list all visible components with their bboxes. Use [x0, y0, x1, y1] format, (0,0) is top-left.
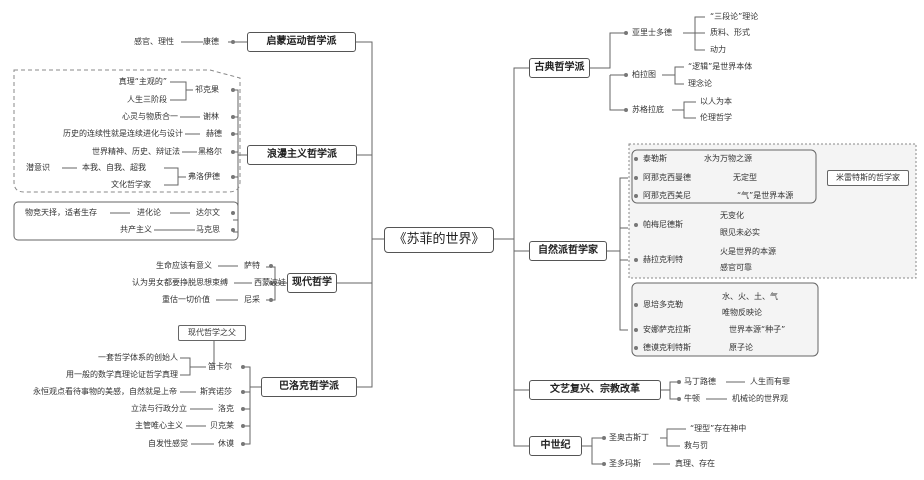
node-aristotle-1[interactable]: “三段论”理论 — [710, 12, 759, 21]
branch-natural[interactable]: 自然派哲学家 — [529, 241, 607, 261]
node-darwin-1[interactable]: 物竞天择，适者生存 — [25, 208, 97, 217]
node-darwin[interactable]: 达尔文 — [196, 208, 220, 217]
branch-romantic[interactable]: 浪漫主义哲学派 — [247, 145, 357, 165]
node-anaximenes-1[interactable]: “气”是世界本源 — [737, 191, 794, 200]
node-empedocles-2[interactable]: 唯物反映论 — [722, 308, 762, 317]
node-darwin-2[interactable]: 进化论 — [137, 208, 161, 217]
node-freud-1[interactable]: 潜意识 — [26, 163, 50, 172]
node-freud[interactable]: 弗洛伊德 — [188, 172, 220, 181]
node-berkeley[interactable]: 贝克莱 — [210, 421, 234, 430]
link-central-classical — [494, 67, 529, 240]
node-newton[interactable]: 牛顿 — [684, 394, 700, 403]
node-locke-1[interactable]: 立法与行政分立 — [131, 404, 187, 413]
node-parmenides-1[interactable]: 无变化 — [720, 211, 744, 220]
link-central-renaissance — [513, 239, 529, 391]
node-democritus-1[interactable]: 原子论 — [729, 343, 753, 352]
callout-father-modern[interactable]: 现代哲学之父 — [178, 325, 246, 341]
node-luther[interactable]: 马丁路德 — [684, 377, 716, 386]
node-luther-1[interactable]: 人生而有罪 — [750, 377, 790, 386]
node-heraclitus-2[interactable]: 感官可靠 — [720, 263, 752, 272]
node-beauvoir[interactable]: 西蒙波娃 — [254, 278, 286, 287]
node-aquinas[interactable]: 圣多玛斯 — [609, 459, 641, 468]
node-beauvoir-1[interactable]: 认为男女都要挣脱思想束缚 — [132, 278, 228, 287]
node-plato-2[interactable]: 理念论 — [688, 79, 712, 88]
node-kierkegaard-2[interactable]: 人生三阶段 — [127, 95, 167, 104]
node-freud-2[interactable]: 本我、自我、超我 — [82, 163, 146, 172]
node-kierkegaard-1[interactable]: 真理“主观的” — [118, 77, 167, 86]
node-socrates[interactable]: 苏格拉底 — [632, 105, 664, 114]
node-parmenides-2[interactable]: 眼见未必实 — [720, 228, 760, 237]
node-descartes-1[interactable]: 一套哲学体系的创始人 — [98, 353, 178, 362]
node-marx-1[interactable]: 共产主义 — [120, 225, 152, 234]
node-marx[interactable]: 马克思 — [196, 225, 220, 234]
branch-classical[interactable]: 古典哲学派 — [529, 58, 590, 78]
node-aristotle[interactable]: 亚里士多德 — [632, 28, 672, 37]
node-schelling-1[interactable]: 心灵与物质合一 — [122, 112, 178, 121]
link-central-medieval — [513, 390, 529, 447]
node-thales[interactable]: 泰勒斯 — [643, 154, 667, 163]
link-central-enlightenment — [356, 41, 384, 240]
branch-medieval[interactable]: 中世纪 — [529, 436, 582, 456]
branch-renaissance[interactable]: 文艺复兴、宗教改革 — [529, 380, 661, 400]
node-augustine-1[interactable]: “理型”存在神中 — [690, 424, 747, 433]
node-heraclitus[interactable]: 赫拉克利特 — [643, 255, 683, 264]
node-heraclitus-1[interactable]: 火是世界的本源 — [720, 247, 776, 256]
node-kant-note[interactable]: 感官、理性 — [134, 37, 174, 46]
node-democritus[interactable]: 德谟克利特斯 — [643, 343, 691, 352]
romantic-dashed-group — [13, 69, 241, 193]
node-locke[interactable]: 洛克 — [218, 404, 234, 413]
node-plato-1[interactable]: “逻辑”是世界本体 — [688, 62, 753, 71]
node-socrates-1[interactable]: 以人为本 — [700, 97, 732, 106]
branch-modern[interactable]: 现代哲学 — [287, 273, 337, 293]
branch-enlightenment[interactable]: 启蒙运动哲学派 — [247, 32, 356, 52]
node-anaxagoras[interactable]: 安娜萨克拉斯 — [643, 325, 691, 334]
node-schelling[interactable]: 谢林 — [203, 112, 219, 121]
node-hegel[interactable]: 黑格尔 — [198, 147, 222, 156]
miletus-group-frame — [631, 149, 817, 204]
node-anaxagoras-1[interactable]: 世界本源“种子” — [729, 325, 786, 334]
node-aristotle-3[interactable]: 动力 — [710, 45, 726, 54]
node-hegel-1[interactable]: 世界精神、历史、辩证法 — [92, 147, 180, 156]
node-berkeley-1[interactable]: 主管唯心主义 — [135, 421, 183, 430]
node-nietzsche-1[interactable]: 重估一切价值 — [162, 295, 210, 304]
node-augustine[interactable]: 圣奥古斯丁 — [609, 433, 649, 442]
node-augustine-2[interactable]: 救与罚 — [684, 441, 708, 450]
node-empedocles[interactable]: 恩培多克勒 — [643, 300, 683, 309]
atomist-group-frame — [631, 282, 819, 357]
node-empedocles-1[interactable]: 水、火、土、气 — [722, 292, 778, 301]
branch-baroque[interactable]: 巴洛克哲学派 — [261, 377, 357, 397]
node-freud-3[interactable]: 文化哲学家 — [111, 180, 151, 189]
node-anaximander[interactable]: 阿那克西曼德 — [643, 173, 691, 182]
node-descartes-2[interactable]: 用一般的数学真理论证哲学真理 — [66, 370, 178, 379]
node-aquinas-1[interactable]: 真理、存在 — [675, 459, 715, 468]
node-kant[interactable]: 康德 — [203, 37, 219, 46]
node-thales-1[interactable]: 水为万物之源 — [704, 154, 752, 163]
node-spinoza[interactable]: 斯宾诺莎 — [200, 387, 232, 396]
node-nietzsche[interactable]: 尼采 — [244, 295, 260, 304]
node-plato[interactable]: 柏拉图 — [632, 70, 656, 79]
node-hume-1[interactable]: 自发性感觉 — [148, 439, 188, 448]
link-central-baroque — [357, 239, 373, 388]
node-kierkegaard[interactable]: 祁克果 — [195, 85, 219, 94]
node-anaximenes[interactable]: 阿那克西美尼 — [643, 191, 691, 200]
node-herder-1[interactable]: 历史的连续性就是连续进化与设计 — [63, 129, 183, 138]
node-descartes[interactable]: 笛卡尔 — [208, 362, 232, 371]
evolution-group-frame — [13, 201, 239, 241]
central-topic[interactable]: 《苏菲的世界》 — [384, 227, 494, 253]
node-sartre-1[interactable]: 生命应该有意义 — [156, 261, 212, 270]
callout-miletus[interactable]: 米雷特斯的哲学家 — [827, 170, 909, 186]
node-parmenides[interactable]: 帕梅尼德斯 — [643, 220, 683, 229]
node-spinoza-1[interactable]: 永恒观点看待事物的美感，自然就是上帝 — [33, 387, 177, 396]
node-newton-1[interactable]: 机械论的世界观 — [732, 394, 788, 403]
node-hume[interactable]: 休谟 — [218, 439, 234, 448]
node-anaximander-1[interactable]: 无定型 — [733, 173, 757, 182]
node-socrates-2[interactable]: 伦理哲学 — [700, 113, 732, 122]
node-aristotle-2[interactable]: 质料、形式 — [710, 28, 750, 37]
node-sartre[interactable]: 萨特 — [244, 261, 260, 270]
node-herder[interactable]: 赫德 — [206, 129, 222, 138]
